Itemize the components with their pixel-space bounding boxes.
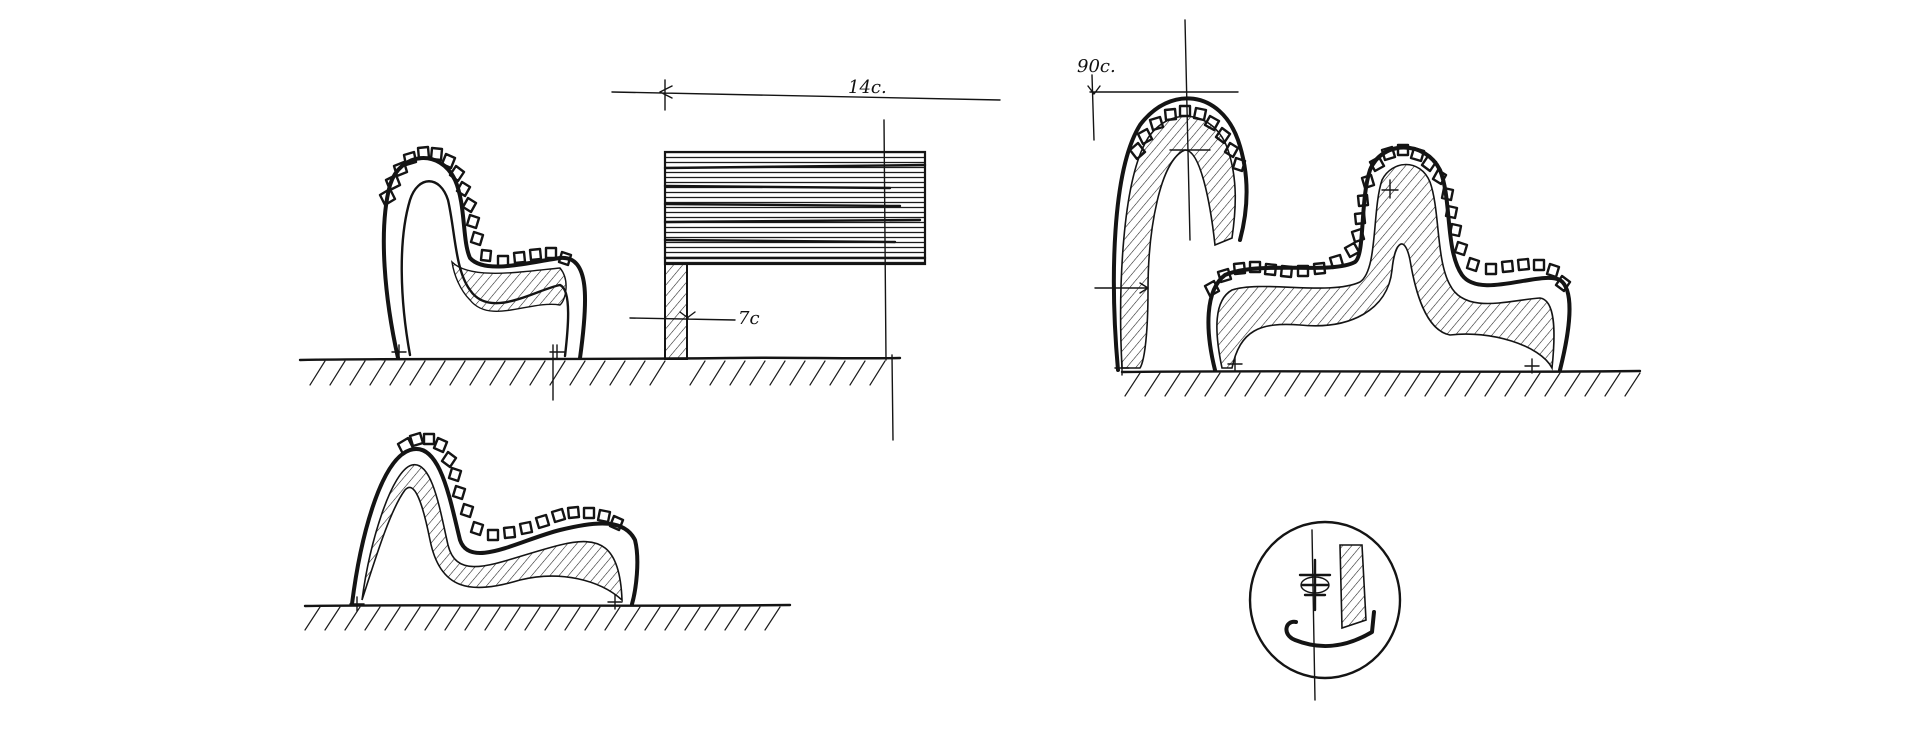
detail-wall-section <box>1339 544 1367 630</box>
wave-foot-markers <box>1227 179 1540 374</box>
ground-hatching-right <box>1124 372 1641 397</box>
length-dimension-line <box>611 79 1001 111</box>
detail-bracket <box>1284 610 1376 649</box>
chair-shell-inner <box>400 180 570 358</box>
ground-hatching <box>309 360 886 386</box>
ground-line-right <box>1120 369 1642 374</box>
ground-line-lower <box>303 603 792 608</box>
ground-line <box>298 356 902 362</box>
reclined-foot-markers <box>349 594 623 612</box>
reclined-shell-outline <box>350 446 640 606</box>
arch-cushion-blocks <box>1128 104 1247 173</box>
detail-bolt <box>1298 558 1332 612</box>
chair-reclined-side-view <box>303 431 792 631</box>
length-label: 14c. <box>848 77 887 98</box>
chair-shell-outline <box>381 156 588 360</box>
slat-stack <box>663 150 927 266</box>
slat-elevation-view: 14c. 7c <box>611 77 1001 441</box>
chair-pair-front-view: 90c. <box>1077 19 1642 397</box>
height-label: 90c. <box>1077 56 1116 77</box>
chair-cushion-blocks <box>378 145 573 268</box>
chair-seat-section <box>450 259 567 312</box>
thickness-label: 7c <box>738 308 760 329</box>
detail-circle-outline <box>1248 520 1402 680</box>
reclined-cushion-blocks <box>396 431 625 542</box>
arch-chair-section <box>1119 115 1237 369</box>
support-leg <box>664 263 688 360</box>
chair-upright-side-view <box>298 145 902 401</box>
foot-markers <box>391 344 565 401</box>
reclined-shell-section <box>361 464 623 602</box>
ground-hatching-lower <box>304 606 781 631</box>
detail-washer <box>1300 576 1330 594</box>
joint-detail-circle <box>1248 520 1402 701</box>
wave-cushion-blocks <box>1203 143 1572 298</box>
arch-chair-outline <box>1111 96 1249 372</box>
thickness-dimension-line <box>629 311 736 321</box>
detail-axis-line <box>1311 529 1316 701</box>
height-dimension-line <box>1087 74 1239 141</box>
arch-foot-markers <box>1094 282 1149 376</box>
wave-chair-section <box>1216 163 1555 371</box>
slat-lines <box>663 163 927 260</box>
